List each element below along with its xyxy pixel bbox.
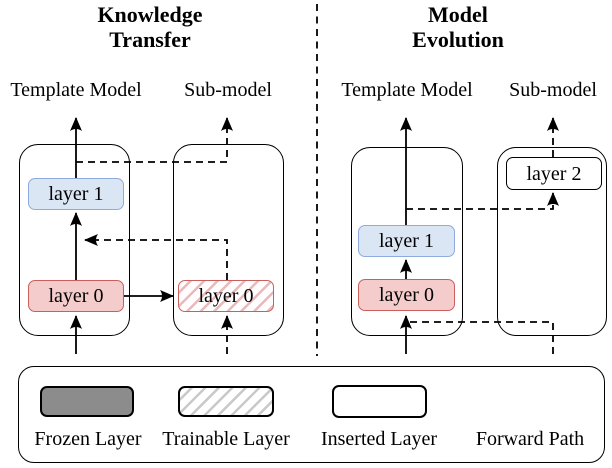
right-panel-title: Model Evolution xyxy=(358,2,558,52)
right-layer1-to-layer2-arrow xyxy=(406,192,559,210)
legend-inserted-label: Inserted Layer xyxy=(320,428,438,450)
left-submodel-label: Sub-model xyxy=(184,79,272,101)
right-template-layer-0: layer 0 xyxy=(358,279,455,311)
legend-trainable-swatch xyxy=(178,386,274,417)
legend-frozen-label: Frozen Layer xyxy=(34,428,142,450)
left-submodel-feedback-arrow xyxy=(84,234,228,280)
right-title-line-2: Evolution xyxy=(412,27,504,52)
left-template-model-box xyxy=(19,144,130,336)
legend-inserted-swatch xyxy=(332,385,427,418)
left-submodel-layer-0: layer 0 xyxy=(178,280,274,312)
left-title-line-2: Transfer xyxy=(109,27,191,52)
legend-frozen-swatch xyxy=(40,386,134,417)
right-submodel-label: Sub-model xyxy=(509,79,597,101)
legend-forward-label: Forward Path xyxy=(475,428,585,450)
left-template-model-label: Template Model xyxy=(10,79,142,101)
left-title-line-1: Knowledge xyxy=(97,2,203,27)
legend-trainable-label: Trainable Layer xyxy=(162,428,290,450)
right-template-model-label: Template Model xyxy=(341,79,473,101)
left-submodel-box xyxy=(173,144,284,336)
left-template-layer-1: layer 1 xyxy=(28,178,124,210)
right-template-model-box xyxy=(351,147,463,336)
right-submodel-box xyxy=(497,147,607,336)
left-template-layer-0: layer 0 xyxy=(28,280,124,312)
right-submodel-layer-2: layer 2 xyxy=(506,157,602,190)
left-panel-title: Knowledge Transfer xyxy=(50,2,250,52)
right-template-layer-1: layer 1 xyxy=(358,225,455,257)
right-title-line-1: Model xyxy=(428,2,488,27)
